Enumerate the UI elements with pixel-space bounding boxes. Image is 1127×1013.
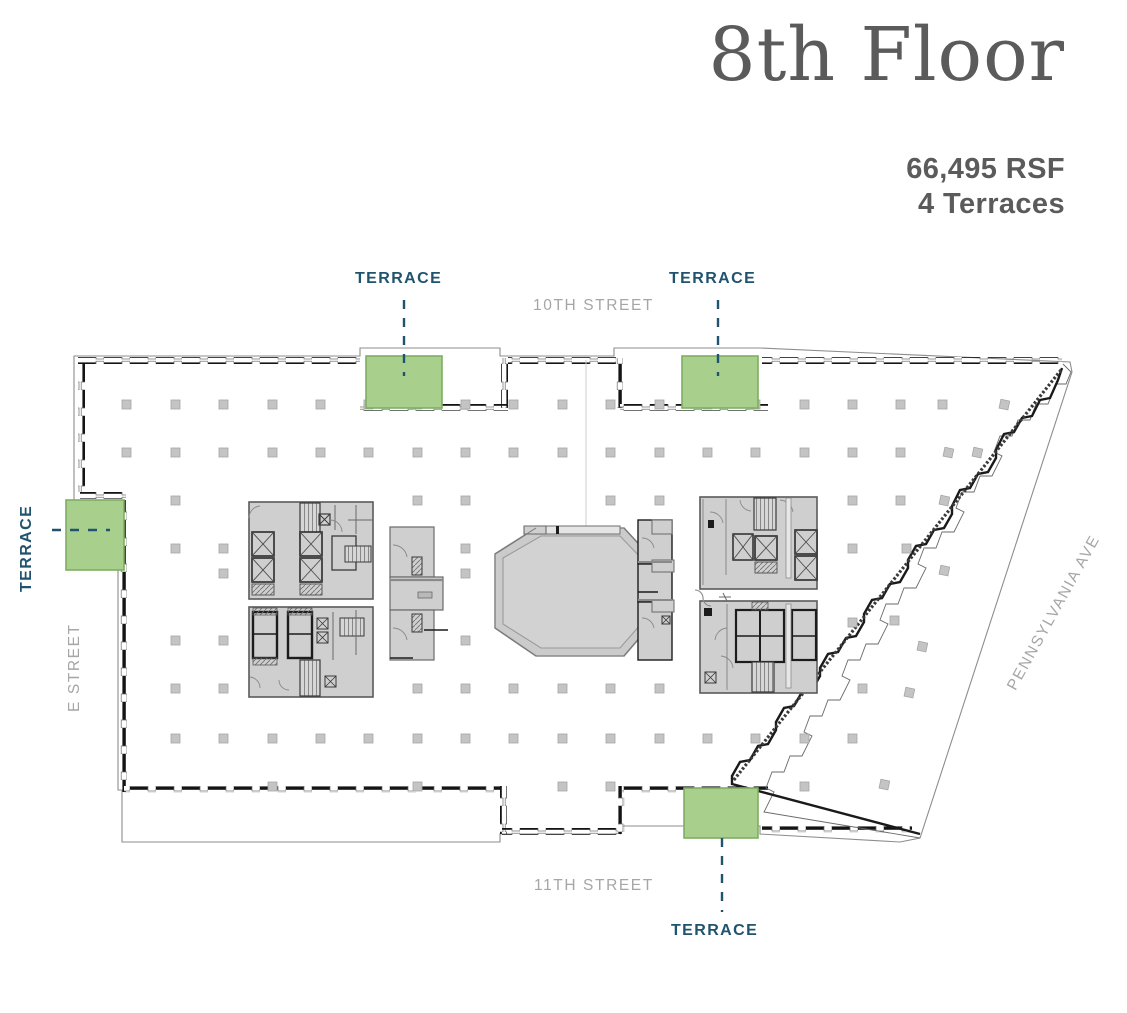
street-label-11th-street: 11TH STREET [534,877,654,894]
terrace-leader-lines [52,300,724,912]
stat-rsf: 66,495 RSF [906,153,1065,185]
terrace-label-north-east[interactable]: TERRACE [669,270,757,287]
east-core [694,496,818,694]
terrace-north-east[interactable] [681,355,759,409]
street-label-e-street: E STREET [66,623,83,712]
east-restroom-block [637,519,675,661]
octagonal-atrium [494,525,649,657]
street-label-10th-street: 10TH STREET [533,297,654,314]
pennsylvania-ave-wall [730,363,1072,839]
west-restroom-block [389,526,448,661]
page-title: 8th Floor [708,12,1065,98]
terrace-label-south[interactable]: TERRACE [671,922,759,939]
stat-terraces: 4 Terraces [918,188,1065,221]
terrace-label-north-west[interactable]: TERRACE [355,270,443,287]
west-core [248,501,374,698]
floor-stats: 66,495 RSF 4 Terraces [906,152,1065,223]
terrace-south[interactable] [683,787,759,839]
terrace-west[interactable] [65,499,125,571]
terrace-north-west[interactable] [365,355,443,409]
terrace-label-west[interactable]: TERRACE [18,504,35,592]
